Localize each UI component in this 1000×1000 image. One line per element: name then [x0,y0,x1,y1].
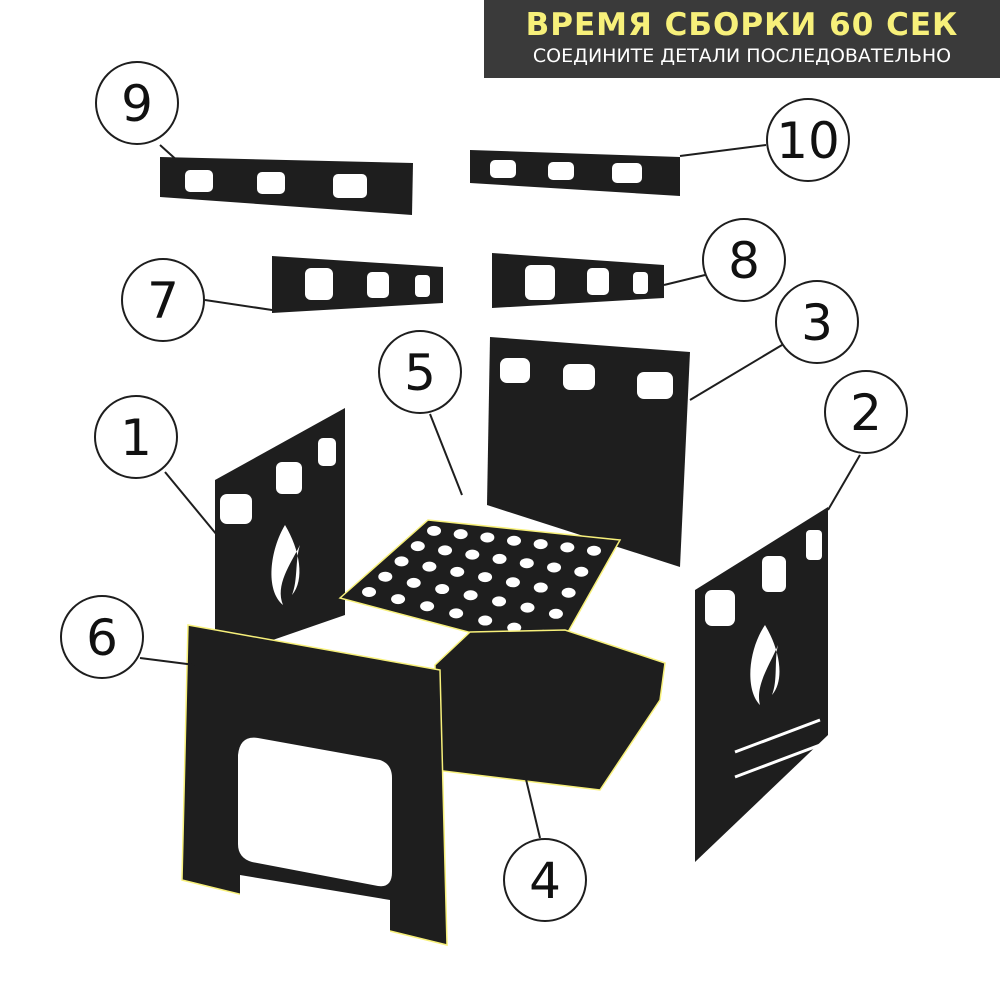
grate-hole [427,525,442,536]
grate-hole [463,590,478,601]
grate-hole [480,532,495,543]
grate-hole [420,601,435,612]
header-banner: ВРЕМЯ СБОРКИ 60 СЕК СОЕДИНИТЕ ДЕТАЛИ ПОС… [484,0,1000,78]
grate-hole [561,587,576,598]
callout-3: 3 [775,280,859,364]
grate-hole [450,566,465,577]
callout-number: 7 [147,272,179,330]
grate-hole [394,556,409,567]
callout-number: 5 [404,344,436,402]
callout-number: 10 [776,112,840,170]
grate-hole [492,596,507,607]
grate-hole [478,572,493,583]
grate-hole [560,542,575,553]
grate-hole [547,562,562,573]
callout-circle [766,98,850,182]
grate-hole [505,577,520,588]
callout-circle [775,280,859,364]
grate-hole [391,594,406,605]
part-6 [181,624,448,946]
part-3 [487,337,690,567]
callout-circle [702,218,786,302]
grate-hole [520,602,535,613]
grate-hole [406,577,421,588]
grate-hole [533,582,548,593]
grate-hole [507,622,522,633]
part-7 [272,256,443,313]
callout-number: 1 [120,409,152,467]
callout-circle [95,61,179,145]
callout-5: 5 [378,330,462,414]
callout-circle [503,838,587,922]
callout-6: 6 [60,595,144,679]
callout-9: 9 [95,61,179,145]
grate-hole [492,553,507,564]
callout-circle [824,370,908,454]
grate-hole [378,571,393,582]
part-2 [695,507,828,862]
callout-7: 7 [121,258,205,342]
grate-hole [507,535,522,546]
assembly-instruction: СОЕДИНИТЕ ДЕТАЛИ ПОСЛЕДОВАТЕЛЬНО [532,45,952,67]
grate-hole [519,558,534,569]
part-8 [492,253,664,308]
leader-lines [139,144,861,839]
grate-hole [449,608,464,619]
callout-circle [94,395,178,479]
grate-hole [435,584,450,595]
callout-circle [378,330,462,414]
grate-hole [548,608,563,619]
callout-circle [60,595,144,679]
part-10 [470,150,680,196]
callout-number: 6 [86,609,118,667]
callout-1: 1 [94,395,178,479]
part-9 [160,157,413,215]
callout-circle [121,258,205,342]
grate-hole [422,561,437,572]
callout-number: 3 [801,294,833,352]
grate-hole [410,541,425,552]
callout-number: 9 [121,75,153,133]
grate-hole [574,566,589,577]
callout-number: 2 [850,384,882,442]
callout-2: 2 [824,370,908,454]
grate-hole [478,615,493,626]
part-5-grate [338,519,622,656]
callout-10: 10 [766,98,850,182]
part-4 [434,629,666,791]
grate-hole [586,545,601,556]
grate-hole [438,545,453,556]
grate-hole [362,586,377,597]
grate-hole [533,539,548,550]
grate-hole [453,529,468,540]
grate-hole [465,549,480,560]
callout-4: 4 [503,838,587,922]
callout-number: 8 [728,232,760,290]
part-1 [215,408,345,660]
callout-number: 4 [529,852,561,910]
callout-8: 8 [702,218,786,302]
assembly-time-title: ВРЕМЯ СБОРКИ 60 СЕК [525,7,959,43]
